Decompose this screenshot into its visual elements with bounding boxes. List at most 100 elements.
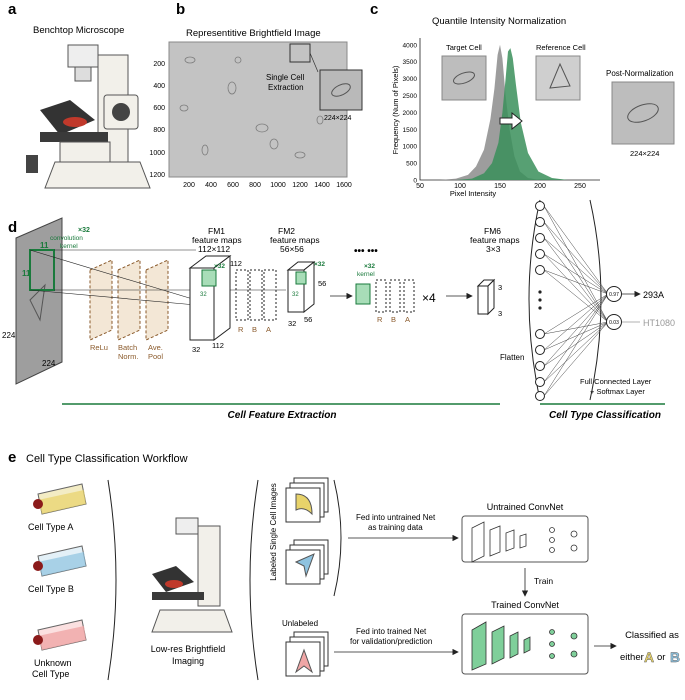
batch-label-1: Batch [118, 343, 137, 352]
fm2-title: FM2 [278, 226, 295, 236]
flask-unknown-label-1: Unknown [34, 658, 72, 668]
b-xtick-600: 600 [227, 182, 239, 189]
single-cell-label-2: Extraction [268, 83, 304, 92]
panel-label-d: d [8, 219, 17, 236]
panel-c-xlabel: Pixel Intensity [450, 189, 497, 198]
b-ytick-1000: 1000 [149, 150, 165, 157]
b-xtick-200: 200 [183, 182, 195, 189]
normalization-arrow-icon [499, 111, 523, 131]
cell-speckles [179, 56, 324, 159]
conv-lines [29, 249, 197, 306]
fm1-w: 112 [212, 341, 224, 350]
b-ytick-400: 400 [153, 83, 165, 90]
images-bracket [333, 479, 342, 597]
single-cell-size: 224×224 [324, 115, 352, 122]
single-cell-label-1: Single Cell [266, 73, 304, 82]
flask-unknown-icon [33, 619, 87, 651]
microscope-icon [26, 44, 151, 189]
kernel-count: ×32 [78, 227, 90, 234]
kernel-small-label: kernel [357, 271, 375, 278]
histogram-ytick: 1500 [403, 127, 418, 134]
fm1-size: 112×112 [198, 244, 230, 254]
flask-unknown-label-2: Cell Type [32, 669, 69, 679]
histogram-ytick: 2000 [403, 110, 418, 117]
panel-b-yticks: 200 400 600 800 1000 1200 [149, 61, 165, 179]
reference-cell-image [535, 55, 581, 101]
b-xtick-1000: 1000 [270, 182, 286, 189]
microscope-small-icon [151, 517, 233, 633]
scope-label-2: Imaging [172, 656, 204, 666]
batch-label-2: Norm. [118, 352, 138, 361]
flask-b-label: Cell Type B [28, 584, 74, 594]
histogram-ytick: 1000 [403, 144, 418, 151]
histogram-series-1 [440, 44, 540, 180]
panel-c-title: Quantile Intensity Normalization [432, 16, 566, 27]
reference-cell-label: Reference Cell [536, 43, 586, 52]
b-ytick-600: 600 [153, 105, 165, 112]
blue-cell-icon [294, 553, 315, 578]
histogram-xtick: 200 [534, 183, 546, 190]
fc-bracket-left [528, 199, 541, 401]
fm2-d: 32 [288, 319, 296, 328]
fm1-r: R [238, 325, 244, 334]
fm6-title: FM6 [484, 226, 501, 236]
pink-cell-icon [294, 648, 314, 674]
unlabeled-label: Unlabeled [282, 619, 318, 628]
fm2-block [286, 260, 316, 314]
b-xtick-800: 800 [249, 182, 261, 189]
panel-b-xticks: 200 400 600 800 1000 1200 1400 1600 [183, 182, 352, 189]
ellipsis-dots: ••• ••• [354, 246, 378, 257]
panel-label-a: a [8, 1, 17, 18]
classified-a: A [644, 649, 654, 665]
fm1-b: B [252, 325, 257, 334]
fm2-h: 56 [318, 279, 326, 288]
target-cell-image [441, 55, 487, 101]
kernel-size-top: 11 [40, 241, 49, 250]
fm2-w: 56 [304, 315, 312, 324]
relu-label: ReLu [90, 343, 108, 352]
panel-b-title: Representitive Brightfield Image [186, 28, 321, 39]
pool-label-1: Ave. [148, 343, 163, 352]
fm1-inner-kernel [201, 269, 217, 287]
fm2-inner-num: 32 [292, 292, 299, 298]
flatten-label: Flatten [500, 353, 524, 362]
b-xtick-1200: 1200 [292, 182, 308, 189]
histogram-ytick: 3500 [403, 59, 418, 66]
classified-b: B [670, 649, 680, 665]
fc-dots [538, 290, 542, 310]
kernel-size-left: 11 [22, 269, 31, 278]
histogram-ytick: 3000 [403, 76, 418, 83]
fed1-label-2: as training data [368, 523, 423, 532]
fm2-sub: feature maps [270, 235, 320, 245]
fc-label-2: + Softmax Layer [590, 387, 645, 396]
fc-bracket-right [589, 199, 602, 401]
flask-a-label: Cell Type A [28, 522, 73, 532]
pool-label-2: Pool [148, 352, 163, 361]
section1-label: Cell Feature Extraction [228, 410, 337, 421]
fm1-a: A [266, 325, 271, 334]
b-xtick-1600: 1600 [336, 182, 352, 189]
labeled-images-label: Labeled Single Cell Images [269, 483, 278, 580]
brightfield-image [168, 41, 348, 178]
fed1-label-1: Fed into untrained Net [356, 513, 436, 522]
b-ytick-200: 200 [153, 61, 165, 68]
class-ht1080: HT1080 [643, 318, 675, 328]
repeat-a: A [405, 315, 410, 324]
untrained-net-icon [471, 521, 578, 563]
layer-planes [89, 259, 169, 341]
flask-b-icon [33, 545, 87, 577]
fed2-label-1: Fed into trained Net [356, 627, 427, 636]
panel-label-c: c [370, 1, 378, 18]
fm6-sub: feature maps [470, 235, 520, 245]
trained-title: Trained ConvNet [491, 600, 559, 610]
panel-a-title: Benchtop Microscope [33, 25, 124, 36]
fm1-d: 32 [192, 345, 200, 354]
untrained-title: Untrained ConvNet [487, 502, 564, 512]
input-size-bottom: 224 [42, 359, 56, 368]
fm6-h: 3 [498, 283, 502, 292]
classified-label: Classified as [625, 630, 679, 641]
fc-connections [543, 205, 609, 397]
flask-bracket [107, 479, 117, 681]
fm1-inner-count: ×32 [214, 263, 225, 270]
